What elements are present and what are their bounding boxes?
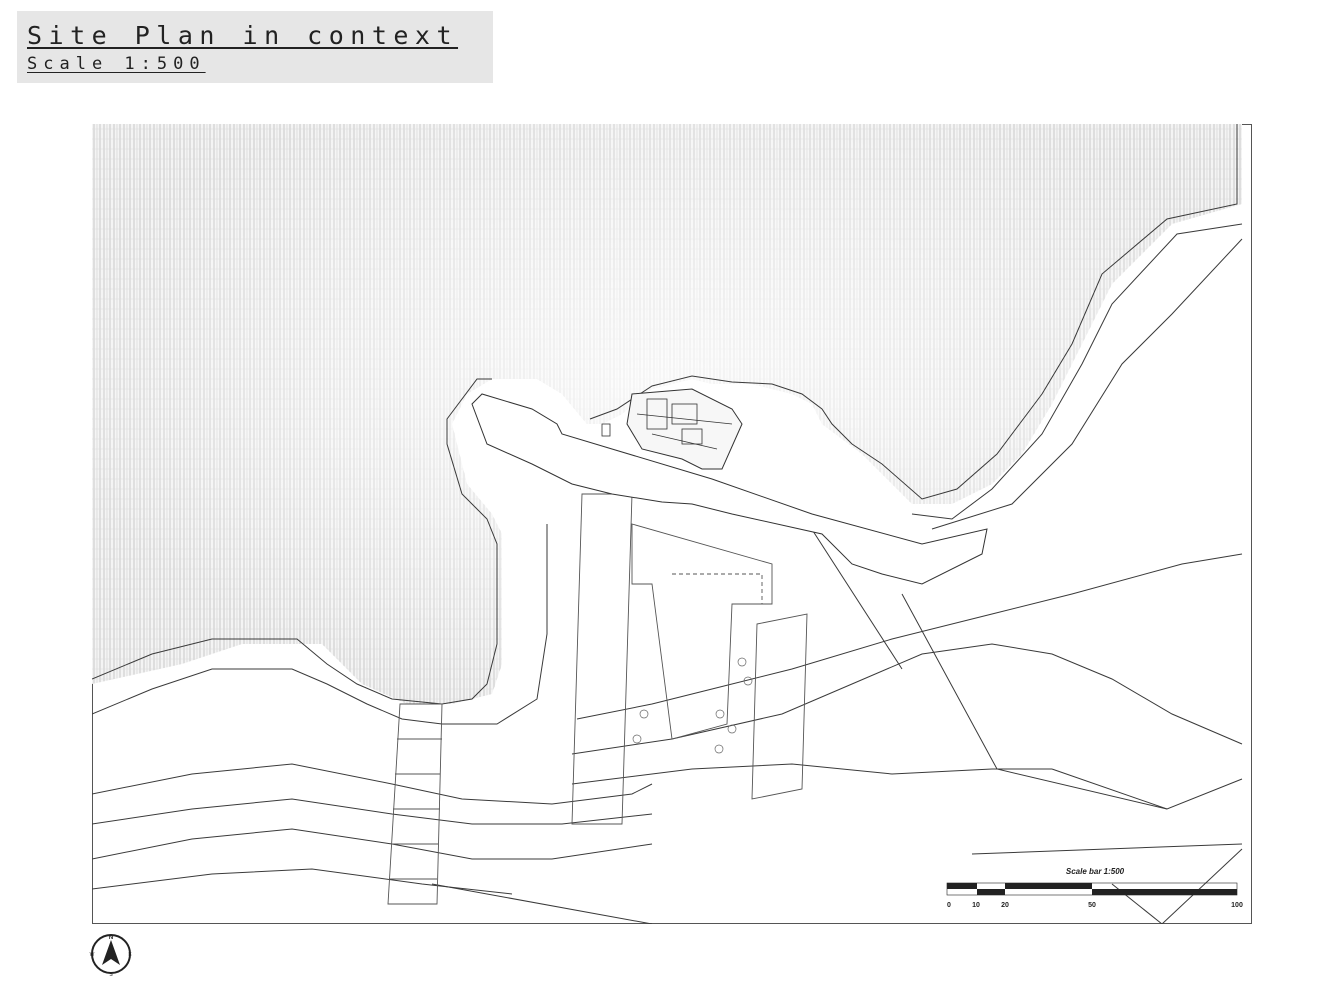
scale-subtitle: Scale 1:500 xyxy=(27,54,206,74)
contour-line xyxy=(1161,848,1243,924)
terrace-block xyxy=(631,523,773,740)
compass-south: S xyxy=(109,972,113,977)
breakwater xyxy=(471,393,988,585)
contour-line xyxy=(92,798,653,825)
contour-line xyxy=(92,524,548,725)
scale-tick: 100 xyxy=(1231,902,1243,909)
title-block: Site Plan in context Scale 1:500 xyxy=(17,11,493,83)
scale-tick: 20 xyxy=(1001,902,1009,909)
contour-line xyxy=(911,223,1243,520)
contour-line xyxy=(431,883,653,924)
south-pier xyxy=(387,703,443,905)
compass-north: N xyxy=(109,935,113,941)
scale-tick: 0 xyxy=(947,902,951,909)
compass-east: E xyxy=(128,952,132,958)
north-arrow-icon: N S E W xyxy=(90,934,132,977)
contour-line xyxy=(971,843,1243,855)
scale-tick: 50 xyxy=(1088,902,1096,909)
east-ramp xyxy=(751,613,808,800)
contour-line xyxy=(801,513,903,670)
scale-bar-label: Scale bar 1:500 xyxy=(1066,867,1125,876)
scale-bar: Scale bar 1:500 0 10 20 50 100 xyxy=(946,867,1243,909)
contour-line xyxy=(589,124,1238,500)
contour-line xyxy=(92,763,653,805)
scale-tick: 10 xyxy=(972,902,980,909)
contour-line xyxy=(571,763,1052,785)
contour-line xyxy=(571,643,1243,755)
compass-west: W xyxy=(90,952,95,958)
contour-line xyxy=(931,238,1243,530)
contour-line xyxy=(92,378,498,705)
contour-line xyxy=(901,593,1168,810)
page-title: Site Plan in context xyxy=(27,21,459,50)
site-plan-drawing: Scale bar 1:500 0 10 20 50 100 xyxy=(92,124,1252,924)
contour-line xyxy=(576,553,1243,720)
